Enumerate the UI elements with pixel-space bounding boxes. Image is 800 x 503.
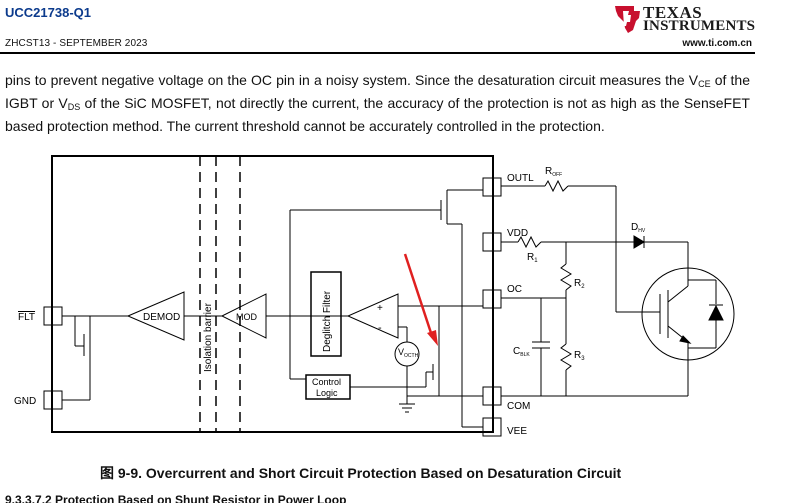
dhv-diode: [628, 235, 689, 268]
website-url[interactable]: www.ti.com.cn: [682, 38, 752, 49]
comparator-minus: -: [378, 322, 382, 334]
r1-label: R1: [527, 252, 538, 264]
isolation-barrier-label: Isolation barrier: [203, 302, 214, 372]
desaturation-circuit-diagram: OUTL VDD OC COM VEE FLT GND DEMOD MOD Is…: [14, 155, 735, 437]
pin-label-oc: OC: [507, 284, 522, 295]
mod-label: MOD: [236, 312, 257, 322]
r2-resistor: [560, 263, 572, 291]
pin-label-outl: OUTL: [507, 173, 534, 184]
r1-resistor: [517, 235, 542, 249]
comparator: [346, 293, 399, 339]
deglitch-filter-label: Deglitch Filter: [322, 290, 333, 352]
r3-label: R3: [574, 350, 585, 362]
pin-label-vdd: VDD: [507, 228, 528, 239]
isolation-barrier-lines: [199, 156, 241, 432]
pin-label-vee: VEE: [507, 426, 527, 437]
document-code: ZHCST13 - SEPTEMBER 2023: [5, 38, 148, 49]
roff-label: ROFF: [545, 166, 562, 178]
document-id: UCC21738-Q1: [5, 5, 91, 20]
body-paragraph: pins to prevent negative voltage on the …: [5, 72, 751, 134]
next-section-heading: 9.3.3.7.2 Protection Based on Shunt Resi…: [5, 493, 347, 503]
pin-box-outl: [482, 177, 502, 197]
driver-ic-outline: [51, 155, 494, 433]
ti-brand-line1: TEXAS: [643, 3, 703, 22]
pin-label-gnd: GND: [14, 396, 36, 407]
vocth-label: VOCTH: [398, 347, 419, 359]
dhv-label: DHV: [631, 222, 646, 234]
comparator-plus: +: [377, 303, 383, 314]
pin-label-flt: FLT: [18, 312, 35, 323]
header-divider: [0, 52, 755, 54]
deglitch-filter-block: [310, 271, 342, 357]
cblk-label: CBLK: [513, 346, 530, 358]
demod-label: DEMOD: [143, 312, 180, 323]
igbt-icon: [641, 267, 735, 361]
ti-logo: [615, 6, 640, 33]
control-logic-label-1: Control: [312, 377, 341, 387]
roff-resistor: [544, 179, 569, 193]
r2-label: R2: [574, 278, 585, 290]
ti-brand-line2: INSTRUMENTS: [643, 18, 756, 34]
r3-resistor: [560, 343, 572, 371]
ti-logo-mark: [615, 6, 640, 33]
figure-caption: 图 9-9. Overcurrent and Short Circuit Pro…: [100, 465, 622, 481]
annotation-arrow: [403, 253, 438, 346]
ground-symbol: [399, 396, 415, 413]
pin-box-oc: [482, 289, 502, 309]
pin-label-com: COM: [507, 401, 530, 412]
control-logic-label-2: Logic: [316, 388, 338, 398]
